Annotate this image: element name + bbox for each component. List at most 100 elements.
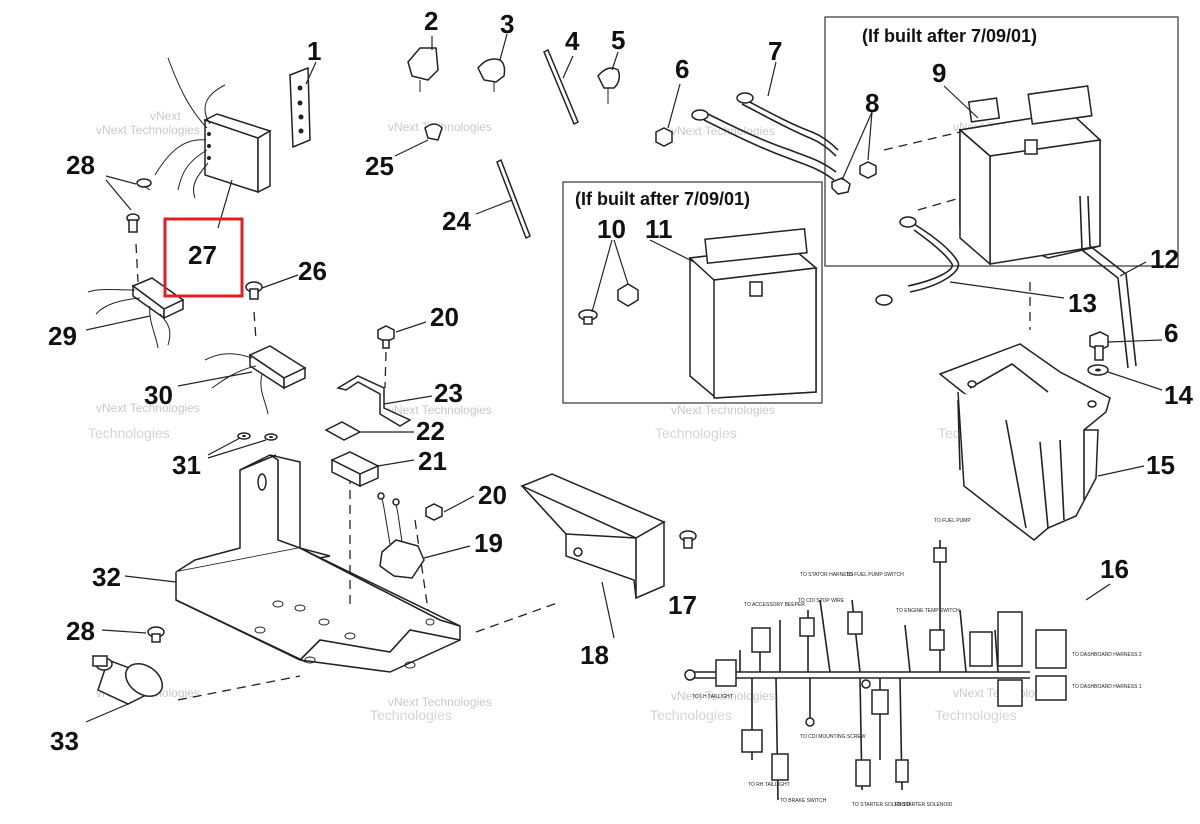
callout-20: 20 — [430, 302, 459, 332]
part-12-rod — [1079, 195, 1147, 369]
part-32-bracket — [124, 454, 561, 701]
harness-label: TO RH TAILLIGHT — [748, 782, 790, 788]
watermark-text: vNext Technologies — [671, 689, 775, 703]
watermark-text: Technologies — [88, 425, 170, 441]
callout-10: 10 — [597, 214, 626, 244]
part-8-nuts — [831, 111, 877, 195]
part-3-clip — [477, 33, 508, 92]
highlight-box-callout-27 — [163, 217, 244, 298]
harness-label: TO FUEL PUMP — [934, 518, 971, 524]
watermark-text: vNext Technologies — [671, 403, 775, 417]
part-30-module — [177, 345, 307, 415]
part-16-wiring-harness — [684, 540, 1111, 801]
harness-label: TO ACCESSORY BEEPER — [744, 602, 805, 608]
harness-label: TO STARTER SOLENOID — [852, 802, 911, 808]
callout-20: 20 — [478, 480, 507, 510]
part-7-battery-cable — [691, 61, 839, 181]
part-25-clip — [394, 123, 443, 157]
inset-title-middle: (If built after 7/09/01) — [575, 189, 750, 209]
part-21-relay — [330, 451, 415, 488]
callout-6: 6 — [675, 54, 689, 84]
part-10-nut — [613, 239, 639, 307]
callout-9: 9 — [932, 58, 946, 88]
watermark-text: Technologies — [655, 425, 737, 441]
callout-22: 22 — [416, 416, 445, 446]
callout-11: 11 — [645, 214, 673, 244]
harness-label: TO LH TAILLIGHT — [692, 694, 733, 700]
callout-26: 26 — [298, 256, 327, 286]
harness-labels: TO FUEL PUMP TO STATOR HARNESS TO FUEL P… — [692, 518, 1142, 808]
part-6-bolt-top — [655, 83, 681, 147]
callout-15: 15 — [1146, 450, 1175, 480]
callout-28: 28 — [66, 616, 95, 646]
watermark-text: vNext Technologies — [671, 124, 775, 138]
watermark-text: Technologies — [935, 707, 1017, 723]
part-19-solenoid — [377, 492, 471, 579]
part-6-bolt-right — [1089, 331, 1163, 361]
part-33-cylinder — [85, 655, 163, 723]
watermark-text: vNext Technologies — [96, 123, 200, 137]
callout-21: 21 — [418, 446, 447, 476]
part-2-clip — [407, 36, 439, 92]
callout-3: 3 — [500, 9, 514, 39]
callout-31: 31 — [172, 450, 201, 480]
callout-1: 1 — [307, 36, 321, 66]
part-28-screws — [105, 175, 152, 283]
watermark-text: vNext Technologies — [96, 401, 200, 415]
harness-label: TO BRAKE SWITCH — [780, 798, 827, 804]
watermark-text: vNext — [150, 109, 181, 123]
part-17-bolt — [679, 530, 697, 549]
inset-frame-battery-right — [824, 16, 1179, 267]
harness-label: TO STARTER SOLENOID — [894, 802, 953, 808]
callout-23: 23 — [434, 378, 463, 408]
callout-24: 24 — [442, 206, 471, 236]
part-28-screw-bottom — [101, 626, 165, 643]
harness-label: TO DASHBOARD HARNESS 2 — [1072, 652, 1142, 658]
inset-frame-battery-middle — [562, 181, 823, 404]
callout-12: 12 — [1150, 244, 1179, 274]
part-22-pad — [324, 421, 414, 441]
callout-7: 7 — [768, 36, 782, 66]
callout-5: 5 — [611, 25, 625, 55]
watermark-text: Technologies — [370, 707, 452, 723]
harness-label: TO STATOR HARNESS — [800, 572, 854, 578]
part-26-screw — [245, 274, 299, 341]
inset-title-right: (If built after 7/09/01) — [862, 26, 1037, 46]
part-11-battery — [649, 228, 818, 399]
callout-2: 2 — [424, 6, 438, 36]
callout-4: 4 — [565, 26, 580, 56]
callout-27: 27 — [188, 240, 217, 270]
watermark-text: Technologies — [650, 707, 732, 723]
watermark-text: vNext Technologies — [388, 695, 492, 709]
part-20-screw-upper — [377, 321, 427, 349]
callout-19: 19 — [474, 528, 503, 558]
part-27-module — [154, 57, 272, 229]
harness-label: TO FUEL PUMP SWITCH — [846, 572, 904, 578]
harness-label: TO CDI STOP WIRE — [798, 598, 845, 604]
part-13-cable — [875, 197, 1065, 330]
part-10-screw — [578, 239, 613, 325]
callout-numbers: 1 2 3 4 5 6 7 8 9 10 11 12 13 6 14 15 16… — [48, 6, 1193, 756]
callout-8: 8 — [865, 88, 879, 118]
part-31-washers — [207, 432, 278, 459]
harness-label: TO DASHBOARD HARNESS 1 — [1072, 684, 1142, 690]
part-9-battery — [883, 85, 1102, 266]
callout-16: 16 — [1100, 554, 1129, 584]
callout-14: 14 — [1164, 380, 1193, 410]
callout-29: 29 — [48, 321, 77, 351]
harness-label: TO ENGINE TEMP SWITCH — [896, 608, 960, 614]
part-20-screw-lower — [425, 495, 475, 521]
part-24-cable-tie — [475, 158, 531, 240]
part-4-cable-tie — [543, 48, 579, 126]
part-15-battery-box — [938, 343, 1145, 541]
callout-18: 18 — [580, 640, 609, 670]
watermark-text: vNext Technologies — [388, 403, 492, 417]
part-29-module — [85, 277, 185, 349]
part-23-bracket — [336, 351, 433, 427]
watermarks: vNext vNext Technologies vNext Technolog… — [88, 109, 1057, 723]
callout-28: 28 — [66, 150, 95, 180]
callout-33: 33 — [50, 726, 79, 756]
part-1-strip — [289, 61, 317, 149]
part-5-clip — [597, 51, 621, 104]
